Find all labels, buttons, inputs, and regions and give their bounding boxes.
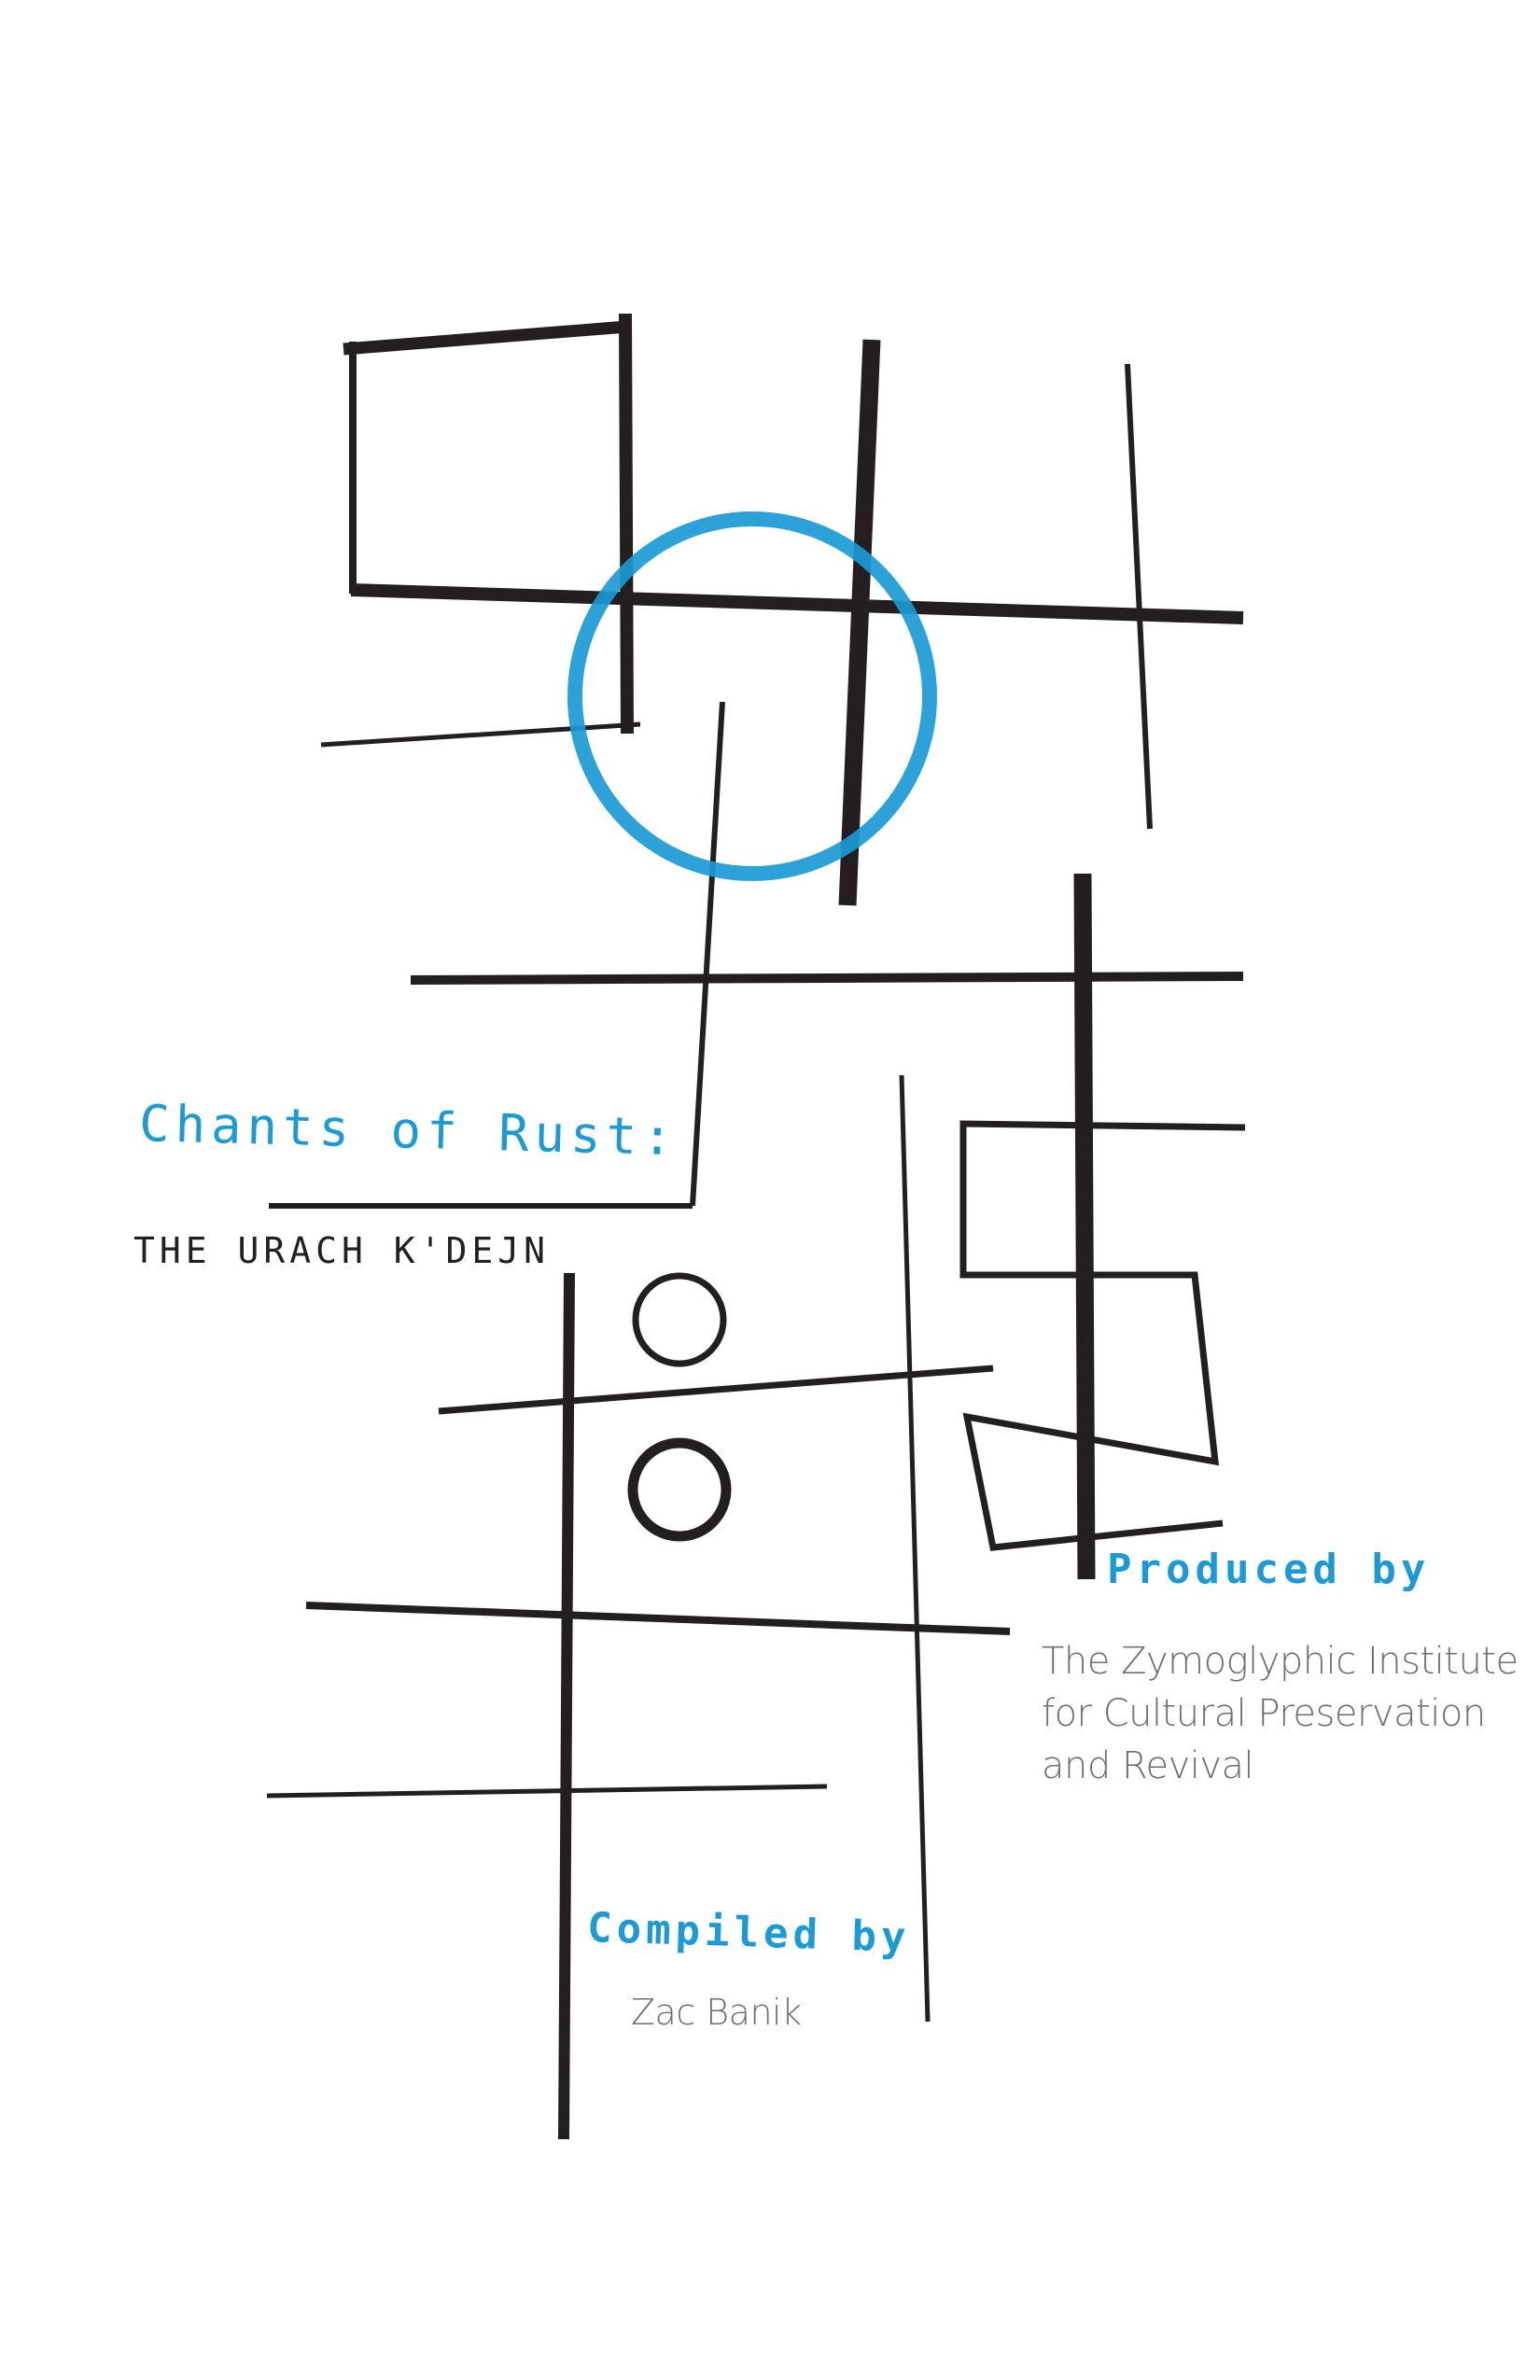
- left-long-vertical-line: [558, 1272, 575, 2140]
- compiler-name: Zac Banik: [631, 1992, 802, 2033]
- box-right-line: [619, 313, 634, 735]
- thin-horizontal-line: [320, 721, 641, 748]
- compiled-by-label: Compiled by: [586, 1904, 912, 1962]
- blue-circle: [567, 511, 937, 881]
- small-circle-lower: [627, 1437, 732, 1542]
- upper-horizontal-line: [350, 583, 1244, 624]
- zigzag-shape: [959, 1120, 1246, 1551]
- box-top-line: [343, 320, 628, 356]
- right-thick-vertical-line: [1073, 873, 1096, 1580]
- lower-horizontal-line: [266, 1784, 828, 1799]
- below-circles-line: [305, 1602, 1011, 1635]
- producer-name: The Zymoglyphic Institute for Cultural P…: [1042, 1640, 1519, 1787]
- middle-horizontal-line: [410, 972, 1244, 985]
- title-vertical-line: [690, 701, 725, 1207]
- thin-vertical-line-right: [1125, 363, 1153, 830]
- thick-vertical-line: [838, 339, 881, 906]
- small-circle-upper: [632, 1272, 727, 1367]
- between-circles-line: [438, 1365, 994, 1415]
- center-thin-vertical-line: [899, 1074, 931, 2023]
- produced-by-label: Produced by: [1107, 1546, 1431, 1593]
- book-subtitle: THE URACH K'DEJN: [133, 1230, 551, 1271]
